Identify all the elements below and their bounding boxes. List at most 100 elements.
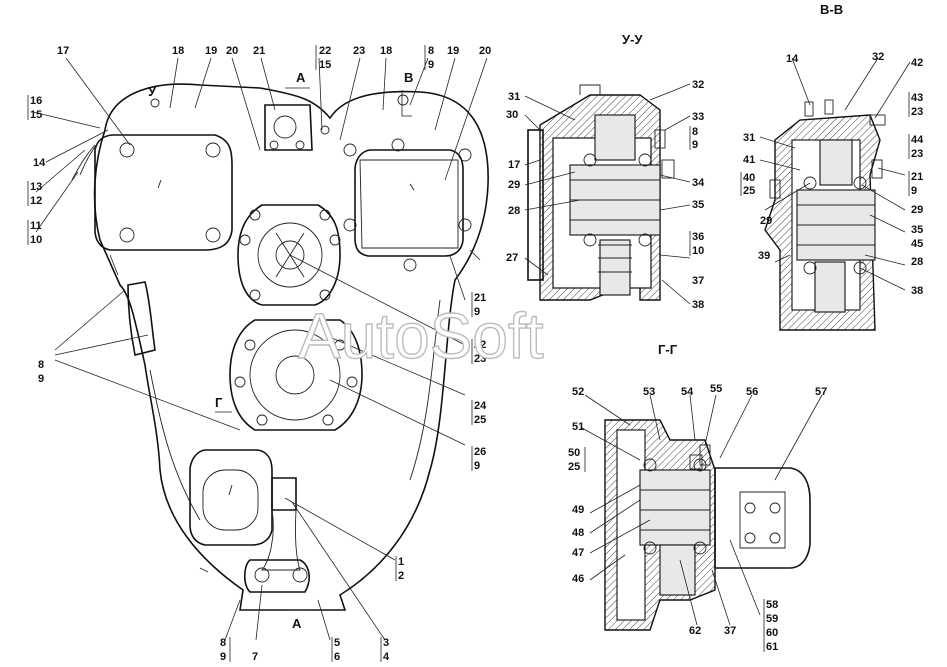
callout: 42 [911, 57, 923, 69]
callout: 50 [568, 447, 580, 459]
callout: 14 [33, 157, 46, 169]
callout: 28 [508, 205, 520, 217]
callout: 41 [743, 154, 755, 166]
callout: 40 [743, 172, 755, 184]
title-section-gg: Г-Г [658, 342, 678, 357]
callout: 14 [786, 53, 799, 65]
callout-bars [27, 45, 910, 662]
callout: 21 [911, 171, 923, 183]
callout: 19 [447, 45, 459, 57]
callout: 1 [398, 556, 404, 568]
callout: 30 [506, 109, 518, 121]
callout: 8 [692, 126, 698, 138]
leader-lines [32, 57, 911, 641]
direction-label-u: У [148, 84, 157, 99]
callout: 2 [398, 570, 404, 582]
callout: 20 [479, 45, 491, 57]
callout: 15 [30, 109, 42, 121]
callout: 10 [692, 245, 704, 257]
section-titles: В-В У-У Г-Г [622, 2, 843, 357]
callout: 23 [911, 148, 923, 160]
callout: 49 [572, 504, 584, 516]
callout: 38 [692, 299, 704, 311]
callout: 18 [172, 45, 184, 57]
callout: 57 [815, 386, 827, 398]
callout: 47 [572, 547, 584, 559]
callout: 4 [383, 651, 390, 663]
callout: 53 [643, 386, 655, 398]
callout: 25 [743, 185, 755, 197]
callout: 6 [334, 651, 340, 663]
callout: 45 [911, 238, 923, 250]
callout: 7 [252, 651, 258, 663]
callout: 60 [766, 627, 778, 639]
callout: 33 [692, 111, 704, 123]
callout: 16 [30, 95, 42, 107]
callout: 8 [220, 637, 226, 649]
direction-label-g: Г [215, 395, 223, 410]
direction-label-a-top: А [296, 70, 306, 85]
callout: 27 [506, 252, 518, 264]
callout: 36 [692, 231, 704, 243]
callout: 24 [474, 400, 487, 412]
callout: 46 [572, 573, 584, 585]
callout: 29 [508, 179, 520, 191]
callout: 25 [568, 461, 580, 473]
callout: 61 [766, 641, 778, 653]
callout: 56 [746, 386, 758, 398]
callout: 25 [474, 414, 486, 426]
callout: 23 [911, 106, 923, 118]
callout: 18 [380, 45, 392, 57]
callout: 12 [30, 195, 42, 207]
watermark: AutoSoft [298, 300, 544, 372]
callout: 48 [572, 527, 584, 539]
callout: 29 [760, 215, 772, 227]
callout: 8 [38, 359, 44, 371]
callout: 3 [383, 637, 389, 649]
callout: 55 [710, 383, 722, 395]
callout: 21 [474, 292, 486, 304]
callout: 32 [872, 51, 884, 63]
callout: 52 [572, 386, 584, 398]
callout: 32 [692, 79, 704, 91]
title-section-vv: В-В [820, 2, 843, 17]
main-view [71, 83, 489, 611]
direction-label-v: В [404, 70, 413, 85]
callout: 9 [220, 651, 226, 663]
direction-label-a-bottom: А [292, 616, 302, 631]
callouts-uu: 31 30 17 29 28 27 32 33 8 9 34 35 36 10 … [506, 79, 705, 311]
callout: 17 [57, 45, 69, 57]
callout: 54 [681, 386, 694, 398]
callout: 20 [226, 45, 238, 57]
callout: 31 [508, 91, 520, 103]
callout: 31 [743, 132, 755, 144]
callout: 37 [724, 625, 736, 637]
callouts-vv: 14 32 42 43 23 44 23 31 41 40 25 21 9 29… [743, 51, 924, 297]
section-gg [604, 419, 811, 631]
callout: 23 [474, 353, 486, 365]
callout: 44 [911, 134, 924, 146]
callout: 9 [474, 306, 480, 318]
callout: 51 [572, 421, 584, 433]
callout: 9 [692, 139, 698, 151]
callout: 58 [766, 599, 778, 611]
callout: 15 [319, 59, 331, 71]
callout: 9 [911, 185, 917, 197]
callout: 23 [353, 45, 365, 57]
callout: 21 [253, 45, 265, 57]
callout: 9 [428, 59, 434, 71]
callout: 10 [30, 234, 42, 246]
callout: 59 [766, 613, 778, 625]
title-section-uu: У-У [622, 32, 643, 47]
section-vv [764, 99, 886, 331]
callout: 28 [911, 256, 923, 268]
callout: 34 [692, 177, 705, 189]
callout: 62 [689, 625, 701, 637]
callout: 8 [428, 45, 434, 57]
callout: 5 [334, 637, 340, 649]
callout: 19 [205, 45, 217, 57]
callout: 43 [911, 92, 923, 104]
callout: 9 [474, 460, 480, 472]
callout: 9 [38, 373, 44, 385]
